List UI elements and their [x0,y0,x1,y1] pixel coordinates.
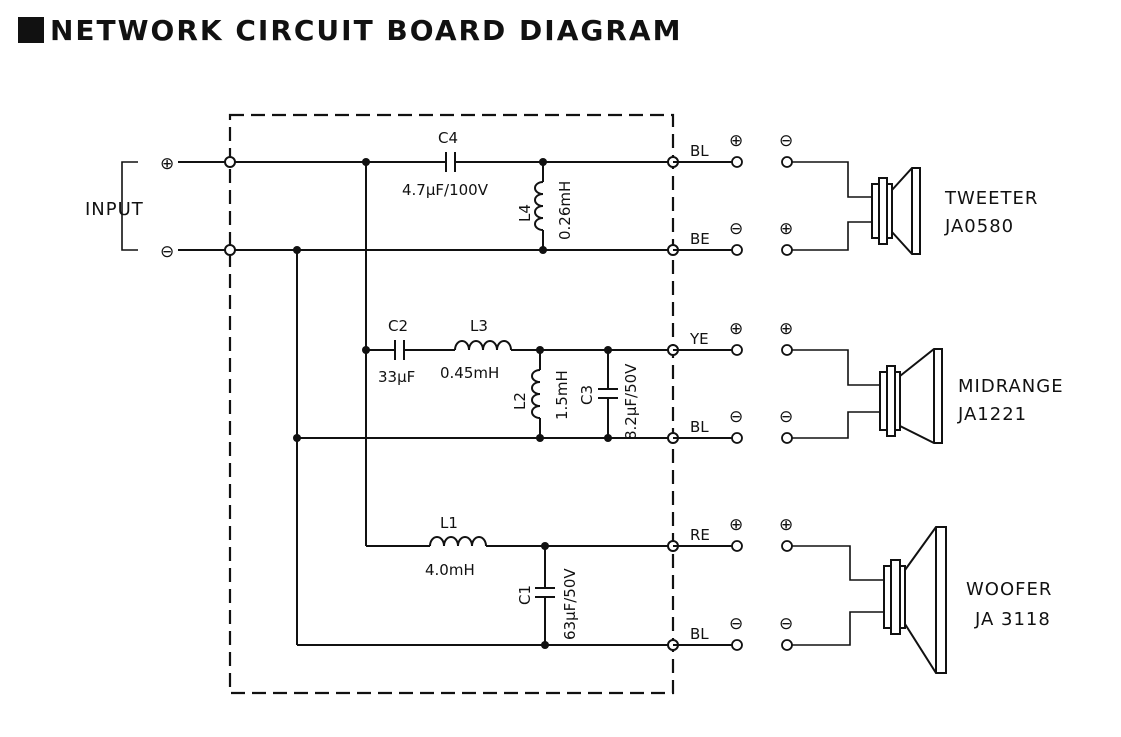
speaker-sign-t1: ⊖ [779,131,793,151]
inductor-l3 [454,340,512,351]
c4-name: C4 [438,129,458,147]
board-sign-t3: ⊕ [729,319,743,339]
board-sign-t2: ⊖ [729,219,743,239]
l3-name: L3 [470,317,488,335]
output-wires [673,161,732,646]
capacitor-c2 [394,340,405,360]
inductor-l4 [534,181,544,231]
input-label: INPUT [85,199,144,220]
c1-name: C1 [516,585,534,605]
input-bracket [121,161,138,251]
tweeter-name: TWEETER [944,188,1038,209]
wire-label-t5: RE [690,526,710,544]
c1-value: 63μF/50V [561,568,579,640]
junction-dots [293,158,612,649]
input-plus-sign: ⊕ [160,154,174,174]
c3-value: 8.2μF/50V [622,363,640,440]
speaker-leads [792,161,884,646]
page-title: NETWORK CIRCUIT BOARD DIAGRAM [50,13,683,47]
tweeter-speaker-icon [871,167,921,255]
c4-value: 4.7μF/100V [402,181,489,199]
header: NETWORK CIRCUIT BOARD DIAGRAM [18,10,682,50]
c3-name: C3 [578,385,596,405]
wire-label-t3: YE [689,330,709,348]
input-minus-sign: ⊖ [160,242,174,262]
l2-value: 1.5mH [553,370,571,420]
speaker-sign-t6: ⊖ [779,614,793,634]
speaker-sign-t3: ⊕ [779,319,793,339]
board-sign-t5: ⊕ [729,515,743,535]
l1-value: 4.0mH [425,561,475,579]
woofer-name: WOOFER [966,579,1052,600]
speaker-sign-t2: ⊕ [779,219,793,239]
midrange-model: JA1221 [957,404,1027,425]
l3-value: 0.45mH [440,364,499,382]
inductor-l1 [429,536,487,547]
c2-value: 33μF [378,368,415,386]
midrange-speaker-icon [879,348,943,444]
capacitor-c4 [445,152,456,172]
board-outline [228,113,675,695]
l4-name: L4 [516,204,534,222]
l4-value: 0.26mH [556,181,574,240]
speaker-sign-t5: ⊕ [779,515,793,535]
c2-name: C2 [388,317,408,335]
l1-name: L1 [440,514,458,532]
woofer-speaker-icon [883,526,947,674]
wire-label-t2: BE [690,230,710,248]
capacitor-c3 [598,388,618,399]
midrange-name: MIDRANGE [958,376,1064,397]
wire-label-t1: BL [690,142,709,160]
wire-label-t6: BL [690,625,709,643]
board-sign-t6: ⊖ [729,614,743,634]
tweeter-model: JA0580 [944,216,1014,237]
board-sign-t1: ⊕ [729,131,743,151]
speaker-sign-t4: ⊖ [779,407,793,427]
woofer-model: JA 3118 [974,609,1051,630]
inductor-l2 [531,369,541,419]
board-sign-t4: ⊖ [729,407,743,427]
capacitor-c1 [535,587,555,598]
title-square-icon [18,17,44,43]
wire-label-t4: BL [690,418,709,436]
board-output-terminals [731,156,743,651]
l2-name: L2 [511,392,529,410]
